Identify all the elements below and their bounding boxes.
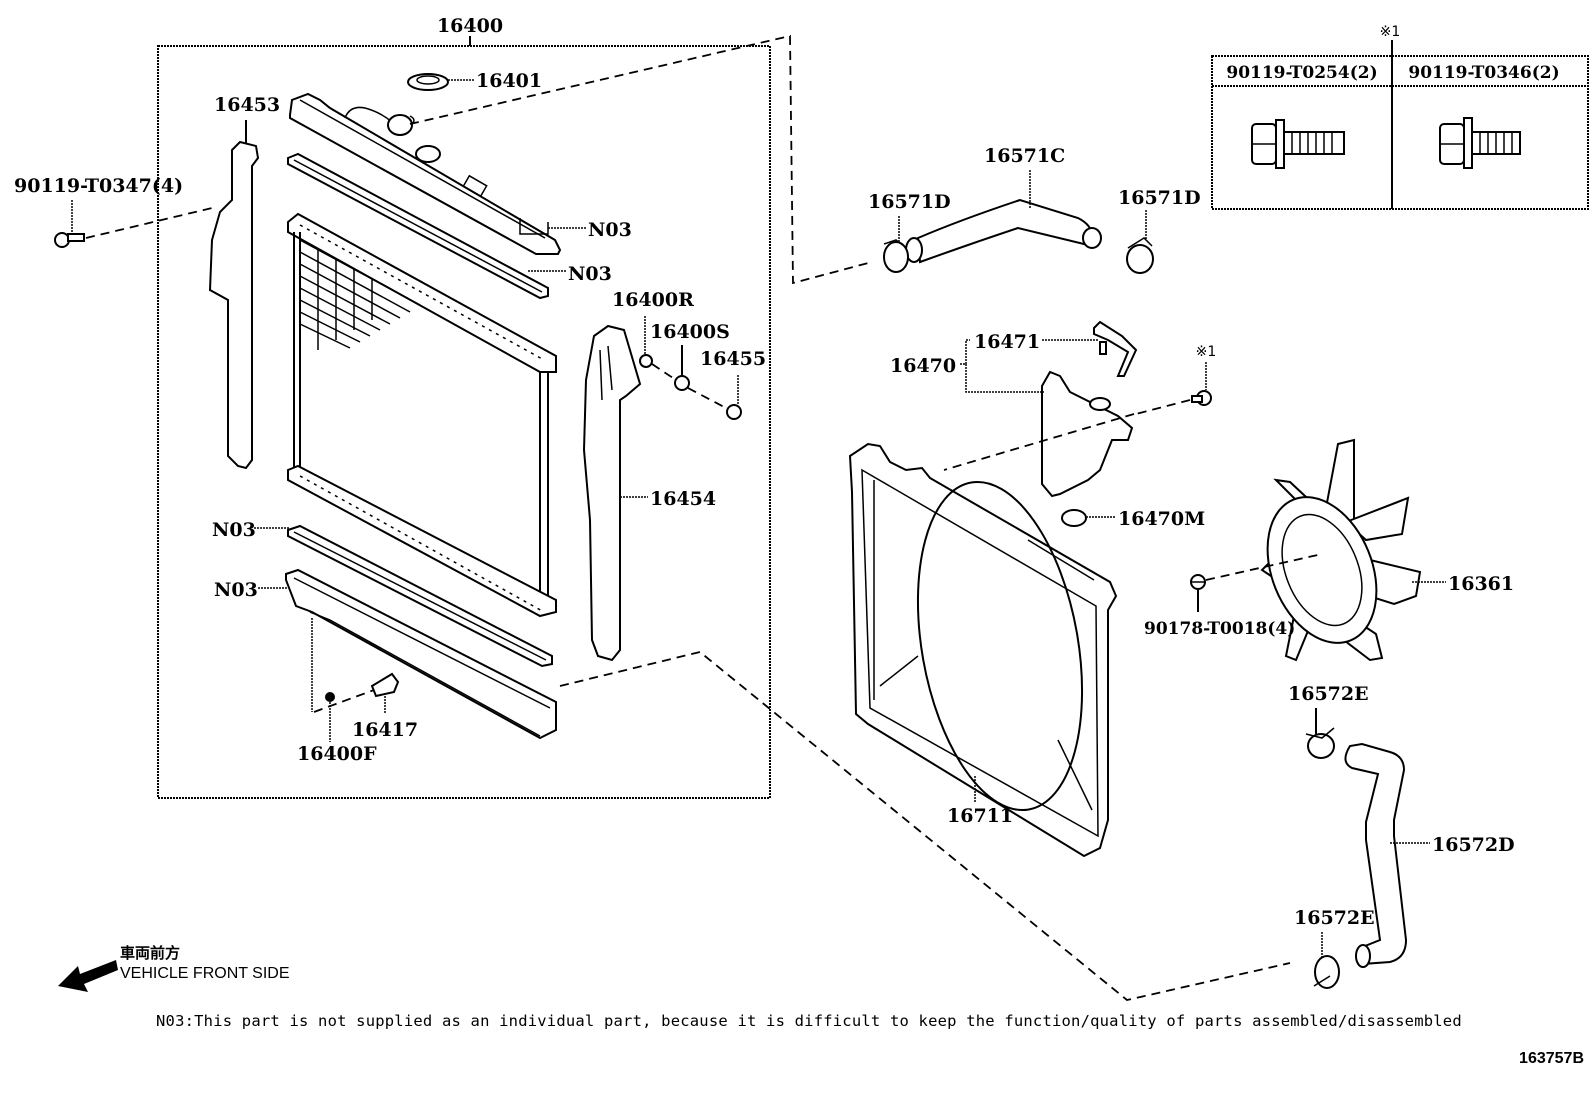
part-label-16454[interactable]: 16454 [650,488,716,510]
cooling-fan-16361[interactable]: 16361 [1247,438,1514,662]
bolt-table-col-1[interactable]: 90119-T0346(2) [1408,63,1559,83]
part-label-16400F[interactable]: 16400F [297,743,377,765]
hose-clamp-16572E-top[interactable]: 16572E [1288,683,1369,759]
part-label-16400R[interactable]: 16400R [612,289,694,311]
fan-nut-90178-T0018[interactable]: 90178-T0018(4) [1144,553,1323,639]
washer-16400R[interactable]: 16400R [612,289,694,368]
part-label-16572D[interactable]: 16572D [1432,834,1515,856]
upper-tank[interactable]: N03 [289,92,632,255]
side-support-16454[interactable]: 16454 [582,324,716,662]
part-label-16711[interactable]: 16711 [947,805,1013,827]
reference-mark-label: ※1 [1196,344,1217,360]
part-label-n03-upper-gasket[interactable]: N03 [568,263,612,285]
part-label-90178-T0018[interactable]: 90178-T0018(4) [1144,619,1295,639]
part-label-16571C[interactable]: 16571C [984,145,1065,167]
part-label-16471[interactable]: 16471 [974,331,1040,353]
vehicle-front-label-jp: 車両前方 [120,944,181,962]
fan-shroud-16711[interactable]: 16711 [848,442,1118,858]
radiator-core[interactable] [287,212,557,618]
part-label-16453[interactable]: 16453 [214,94,280,116]
part-label-16571D-right[interactable]: 16571D [1118,187,1201,209]
part-label-90119-T0347[interactable]: 90119-T0347(4) [14,175,183,197]
part-label-16470M[interactable]: 16470M [1118,508,1205,530]
hose-clamp-16572E-bottom[interactable]: 16572E [1294,907,1375,989]
part-label-16361[interactable]: 16361 [1448,573,1514,595]
part-label-16470[interactable]: 16470 [890,355,956,377]
part-label-16571D-left[interactable]: 16571D [868,191,951,213]
radiator-assembly-group: 16400 16401 N03 N03 [14,15,771,799]
drain-cock-16417[interactable]: 16417 [311,618,418,741]
lower-radiator-hose-16572D[interactable]: 16572D [1344,742,1515,968]
bolt-90119-T0346-icon [1439,117,1521,169]
radiator-cap-16401[interactable]: 16401 [407,70,542,92]
part-label-n03-upper-tank[interactable]: N03 [588,219,632,241]
illustration-id: 163757B [1519,1050,1584,1067]
reservoir-tank-16470[interactable]: 16470 [890,339,1134,498]
part-label-16572E-top[interactable]: 16572E [1288,683,1369,705]
hose-clamp-16571D-left[interactable]: 16571D [868,191,951,273]
hose-clamp-16571D-right[interactable]: 16571D [1118,187,1201,274]
reservoir-hose-16471[interactable]: 16471 [974,320,1138,377]
part-label-16400[interactable]: 16400 [437,15,503,37]
part-label-16455[interactable]: 16455 [700,348,766,370]
part-label-16417[interactable]: 16417 [352,719,418,741]
side-support-16453[interactable]: 16453 [208,94,280,470]
grommet-16470M[interactable]: 16470M [1061,508,1205,530]
drain-plug-16400F[interactable]: 16400F [297,692,377,765]
upper-gasket[interactable]: N03 [287,152,612,300]
bolt-90119-T0254-icon [1251,119,1345,169]
part-label-16572E-bottom[interactable]: 16572E [1294,907,1375,929]
radiator-assembly-box [157,45,771,799]
lower-gasket[interactable]: N03 [212,519,553,668]
part-label-n03-lower-gasket[interactable]: N03 [212,519,256,541]
bolt-table-mark: ※1 [1380,24,1401,40]
part-label-16401[interactable]: 16401 [476,70,542,92]
upper-radiator-hose-16571C[interactable]: 16571C [905,145,1102,264]
part-label-16400S[interactable]: 16400S [650,321,730,343]
part-label-n03-lower-tank[interactable]: N03 [214,579,258,601]
n03-footnote: N03:This part is not supplied as an indi… [156,1012,1462,1030]
bolt-table-col-0[interactable]: 90119-T0254(2) [1226,63,1377,83]
bushing-16400S[interactable]: 16400S [650,321,730,391]
vehicle-front-label-en: VEHICLE FRONT SIDE [120,965,290,982]
bolt-90119-T0347[interactable]: 90119-T0347(4) [14,175,213,248]
bolt-reference-table: ※1 90119-T0254(2) 90119-T0346(2) [1211,24,1589,210]
lower-tank[interactable]: N03 [214,568,557,740]
arrow-left-down-icon [58,960,118,992]
upper-hose-connection-line [409,34,873,285]
bolt-16455[interactable]: 16455 [651,348,766,420]
reservoir-bolt-ref1[interactable]: ※1 [943,344,1217,471]
